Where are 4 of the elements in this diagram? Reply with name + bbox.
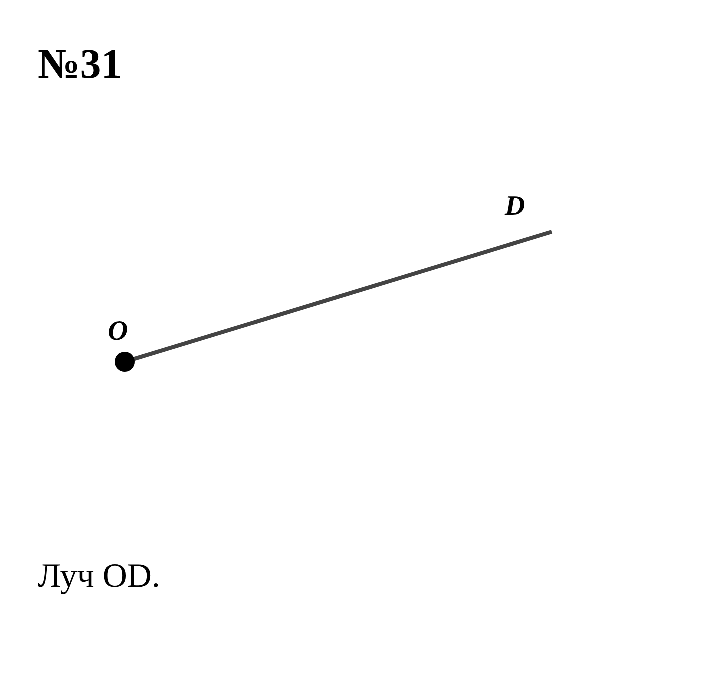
problem-number: №31 — [38, 44, 122, 86]
caption: Луч OD. — [38, 560, 160, 594]
point-label: D — [505, 193, 526, 221]
point-label: O — [108, 318, 128, 346]
